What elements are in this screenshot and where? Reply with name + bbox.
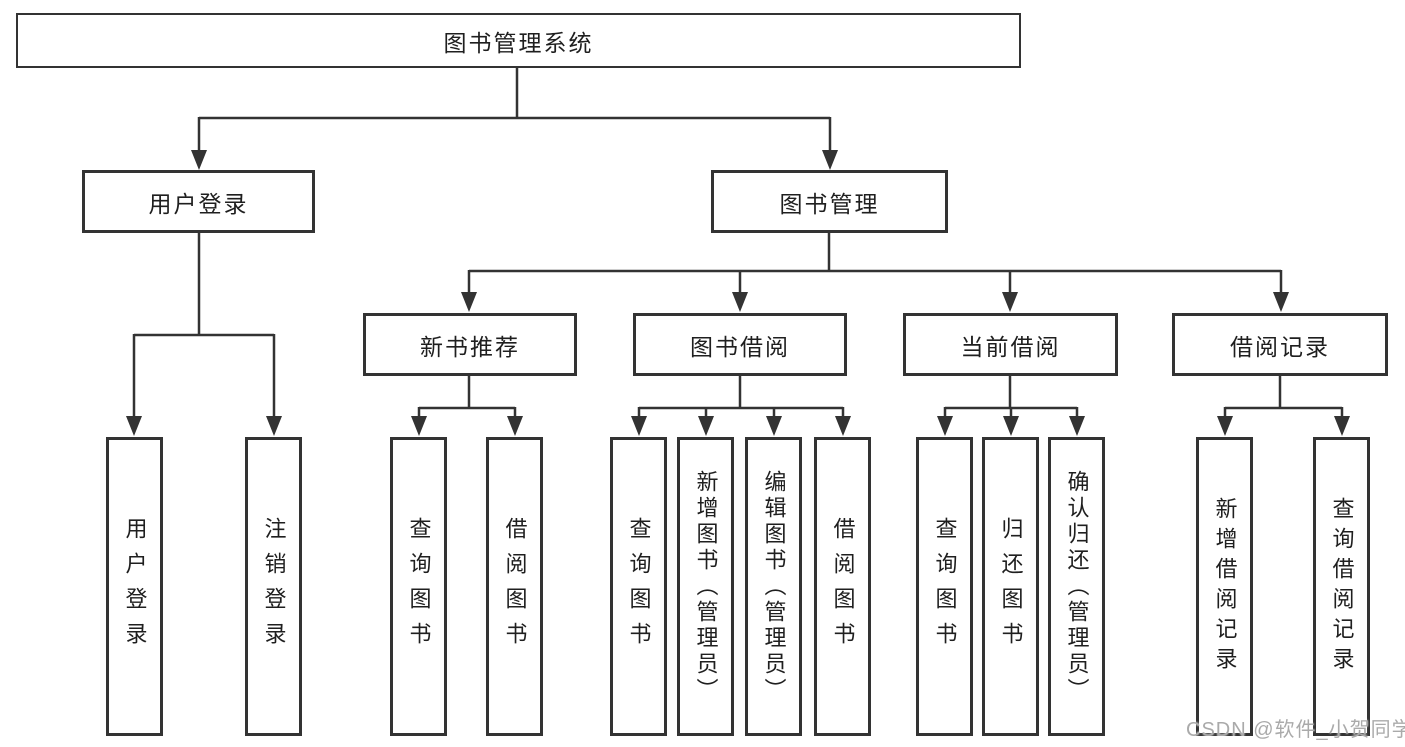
- connector-borrow-children: [637, 376, 845, 421]
- leaf-query-books-recommend: 查询图书: [390, 437, 447, 736]
- leaf-borrow-books-borrowing: 借阅图书: [814, 437, 871, 736]
- leaf-return-books: 归还图书: [982, 437, 1039, 736]
- connector-user-login-children: [132, 233, 276, 420]
- arrowheads-leaves: [411, 416, 1350, 436]
- leaf-borrow-books-recommend: 借阅图书: [486, 437, 543, 736]
- leaf-add-books-admin: 新增图书（管理员）: [677, 437, 734, 736]
- leaf-user-login: 用户登录: [106, 437, 163, 736]
- connector-current-children: [943, 376, 1079, 421]
- arrowheads-level3: [461, 292, 1289, 312]
- node-book-management: 图书管理: [711, 170, 948, 233]
- connector-recommend-children: [417, 376, 517, 421]
- leaf-query-books-current: 查询图书: [916, 437, 973, 736]
- node-user-login: 用户登录: [82, 170, 315, 233]
- leaf-edit-books-admin: 编辑图书（管理员）: [745, 437, 802, 736]
- leaf-logout: 注销登录: [245, 437, 302, 736]
- leaf-query-borrow-record: 查询借阅记录: [1313, 437, 1370, 736]
- node-current-borrowing: 当前借阅: [903, 313, 1118, 376]
- connector-records-children: [1223, 376, 1344, 421]
- arrowheads-user-login-children: [126, 416, 282, 436]
- node-book-borrowing: 图书借阅: [633, 313, 847, 376]
- leaf-confirm-return-admin: 确认归还（管理员）: [1048, 437, 1105, 736]
- node-borrowing-records: 借阅记录: [1172, 313, 1388, 376]
- arrowheads-level2: [191, 150, 838, 170]
- leaf-query-books-borrowing: 查询图书: [610, 437, 667, 736]
- connector-book-mgmt-to-level3: [467, 233, 1283, 296]
- leaf-add-borrow-record: 新增借阅记录: [1196, 437, 1253, 736]
- node-new-book-recommendation: 新书推荐: [363, 313, 577, 376]
- node-library-management-system: 图书管理系统: [16, 13, 1021, 68]
- csdn-watermark: CSDN @软件_小贺同学: [1186, 719, 1405, 741]
- connector-root-to-level2: [197, 68, 832, 153]
